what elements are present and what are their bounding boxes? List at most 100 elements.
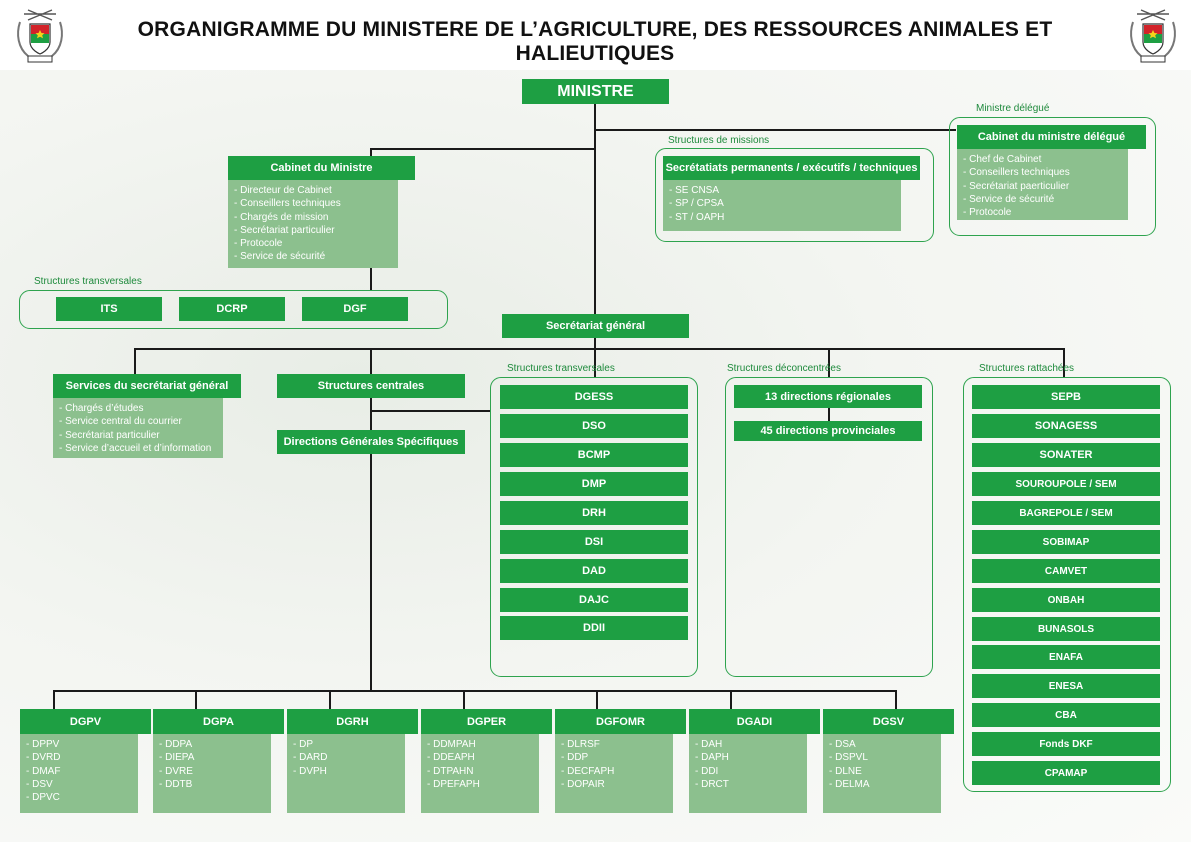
list-item: - DIEPA <box>159 751 265 764</box>
list-item: - DPPV <box>26 738 132 751</box>
ministre-box[interactable]: MINISTRE <box>522 79 669 104</box>
connector-line <box>594 104 596 314</box>
list-item: - Chargés de mission <box>234 211 392 224</box>
list-item: - Conseillers techniques <box>963 166 1122 179</box>
structures-centrales-box[interactable]: Structures centrales <box>277 374 465 398</box>
dgadi-title[interactable]: DGADI <box>689 709 820 734</box>
directions-regionales-box[interactable]: 13 directions régionales <box>734 385 922 408</box>
list-item: - DECFAPH <box>561 765 667 778</box>
dgpa-title[interactable]: DGPA <box>153 709 284 734</box>
dsi-box[interactable]: DSI <box>500 530 688 554</box>
dgper-title[interactable]: DGPER <box>421 709 552 734</box>
list-item: - DMAF <box>26 765 132 778</box>
list-item: - Service d’accueil et d’information <box>59 442 217 455</box>
dgsv-title[interactable]: DGSV <box>823 709 954 734</box>
dgfomr-title[interactable]: DGFOMR <box>555 709 686 734</box>
connector-line <box>370 398 372 430</box>
dad-box[interactable]: DAD <box>500 559 688 583</box>
ddii-box[interactable]: DDII <box>500 616 688 640</box>
dgrh-title[interactable]: DGRH <box>287 709 418 734</box>
bcmp-box[interactable]: BCMP <box>500 443 688 467</box>
connector-line <box>595 129 956 131</box>
list-item: - Service central du courrier <box>59 415 217 428</box>
delegue-label: Ministre délégué <box>976 103 1049 114</box>
drh-box[interactable]: DRH <box>500 501 688 525</box>
deconcentrees-label: Structures déconcentrées <box>727 363 841 374</box>
list-item: - Service de sécurité <box>234 250 392 263</box>
connector-line <box>463 690 465 709</box>
list-item: - DDPA <box>159 738 265 751</box>
dgpv-list: - DPPV - DVRD - DMAF - DSV - DPVC <box>20 734 138 813</box>
dgess-box[interactable]: DGESS <box>500 385 688 409</box>
connector-line <box>134 348 136 374</box>
services-sg-title[interactable]: Services du secrétariat général <box>53 374 241 398</box>
list-item: - DLRSF <box>561 738 667 751</box>
list-item: - DPVC <box>26 791 132 804</box>
list-item: - DVRE <box>159 765 265 778</box>
rattachee-box[interactable]: CPAMAP <box>972 761 1160 785</box>
dgs-box[interactable]: Directions Générales Spécifiques <box>277 430 465 454</box>
rattachee-box[interactable]: CAMVET <box>972 559 1160 583</box>
dgfomr-list: - DLRSF - DDP - DECFAPH - DOPAIR <box>555 734 673 813</box>
list-item: - DRCT <box>695 778 801 791</box>
list-item: - Protocole <box>963 206 1122 219</box>
list-item: - Chef de Cabinet <box>963 153 1122 166</box>
dmp-box[interactable]: DMP <box>500 472 688 496</box>
list-item: - Secrétariat paerticulier <box>963 180 1122 193</box>
connector-line <box>195 690 197 709</box>
rattachee-box[interactable]: BUNASOLS <box>972 617 1160 641</box>
list-item: - DLNE <box>829 765 935 778</box>
dgper-list: - DDMPAH - DDEAPH - DTPAHN - DPEFAPH <box>421 734 539 813</box>
connector-line <box>329 690 331 709</box>
list-item: - Chargés d’études <box>59 402 217 415</box>
dgpv-title[interactable]: DGPV <box>20 709 151 734</box>
cabinet-list: - Directeur de Cabinet - Conseillers tec… <box>228 180 398 268</box>
connector-line <box>895 690 897 709</box>
rattachee-box[interactable]: SONAGESS <box>972 414 1160 438</box>
dgrh-list: - DP - DARD - DVPH <box>287 734 405 813</box>
delegue-title[interactable]: Cabinet du ministre délégué <box>957 125 1146 149</box>
dgpa-list: - DDPA - DIEPA - DVRE - DDTB <box>153 734 271 813</box>
its-box[interactable]: ITS <box>56 297 162 321</box>
rattachees-label: Structures rattachées <box>979 363 1074 374</box>
dgsv-list: - DSA - DSPVL - DLNE - DELMA <box>823 734 941 813</box>
connector-line <box>53 690 55 709</box>
missions-title[interactable]: Secrétatiats permanents / exécutifs / te… <box>663 156 920 180</box>
cabinet-title[interactable]: Cabinet du Ministre <box>228 156 415 180</box>
sg-box[interactable]: Secrétariat général <box>502 314 689 338</box>
missions-label: Structures de missions <box>668 135 769 146</box>
list-item: - DELMA <box>829 778 935 791</box>
list-item: - DDTB <box>159 778 265 791</box>
connector-line <box>370 348 372 374</box>
rattachee-box[interactable]: Fonds DKF <box>972 732 1160 756</box>
rattachee-box[interactable]: ENAFA <box>972 645 1160 669</box>
connector-line <box>370 410 490 412</box>
dcrp-box[interactable]: DCRP <box>179 297 285 321</box>
rattachees-frame <box>963 377 1171 792</box>
list-item: - DAH <box>695 738 801 751</box>
rattachee-box[interactable]: BAGREPOLE / SEM <box>972 501 1160 525</box>
connector-line <box>370 268 372 291</box>
rattachee-box[interactable]: ENESA <box>972 674 1160 698</box>
missions-list: - SE CNSA - SP / CPSA - ST / OAPH <box>663 180 901 231</box>
rattachee-box[interactable]: SEPB <box>972 385 1160 409</box>
list-item: - DVRD <box>26 751 132 764</box>
list-item: - DDEAPH <box>427 751 533 764</box>
list-item: - SE CNSA <box>669 184 895 197</box>
dgf-box[interactable]: DGF <box>302 297 408 321</box>
dajc-box[interactable]: DAJC <box>500 588 688 612</box>
list-item: - DP <box>293 738 399 751</box>
list-item: - DARD <box>293 751 399 764</box>
list-item: - DOPAIR <box>561 778 667 791</box>
rattachee-box[interactable]: CBA <box>972 703 1160 727</box>
rattachee-box[interactable]: ONBAH <box>972 588 1160 612</box>
list-item: - SP / CPSA <box>669 197 895 210</box>
dso-box[interactable]: DSO <box>500 414 688 438</box>
connector-line <box>730 690 732 709</box>
rattachee-box[interactable]: SOUROUPOLE / SEM <box>972 472 1160 496</box>
connector-line <box>370 148 595 150</box>
list-item: - DAPH <box>695 751 801 764</box>
rattachee-box[interactable]: SONATER <box>972 443 1160 467</box>
rattachee-box[interactable]: SOBIMAP <box>972 530 1160 554</box>
directions-provinciales-box[interactable]: 45 directions provinciales <box>734 421 922 441</box>
